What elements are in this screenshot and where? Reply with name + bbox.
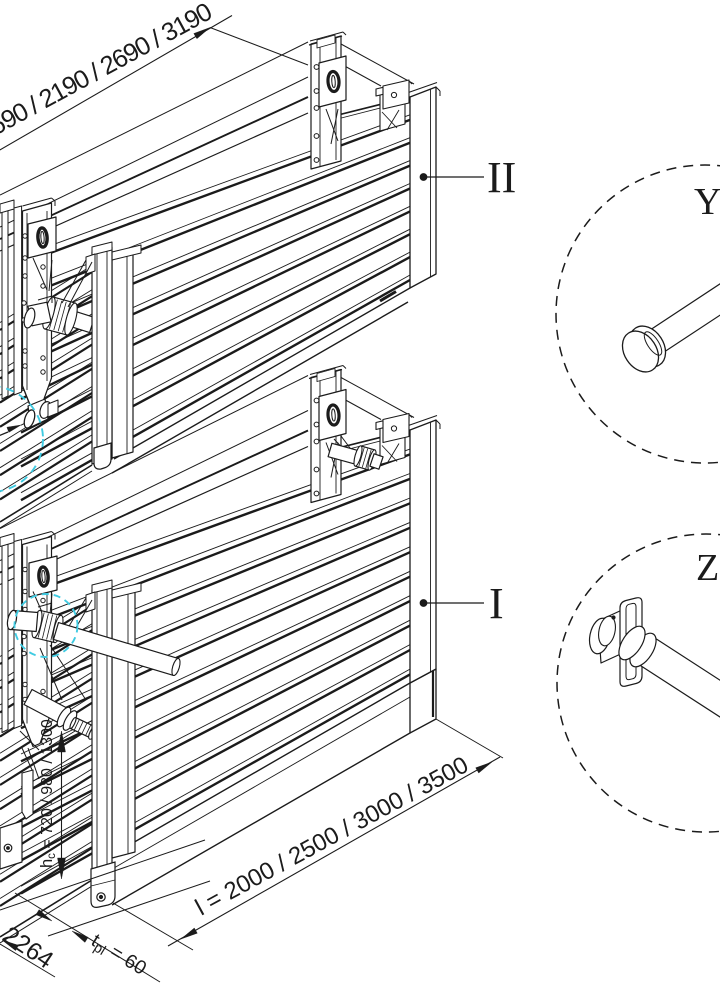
- svg-text:I: I: [489, 579, 504, 628]
- svg-text:Y: Y: [694, 181, 720, 223]
- svg-text:Z: Z: [696, 547, 719, 589]
- svg-text:II: II: [487, 153, 516, 202]
- svg-text:hc = 720 / 980 / 1300: hc = 720 / 980 / 1300: [38, 719, 58, 868]
